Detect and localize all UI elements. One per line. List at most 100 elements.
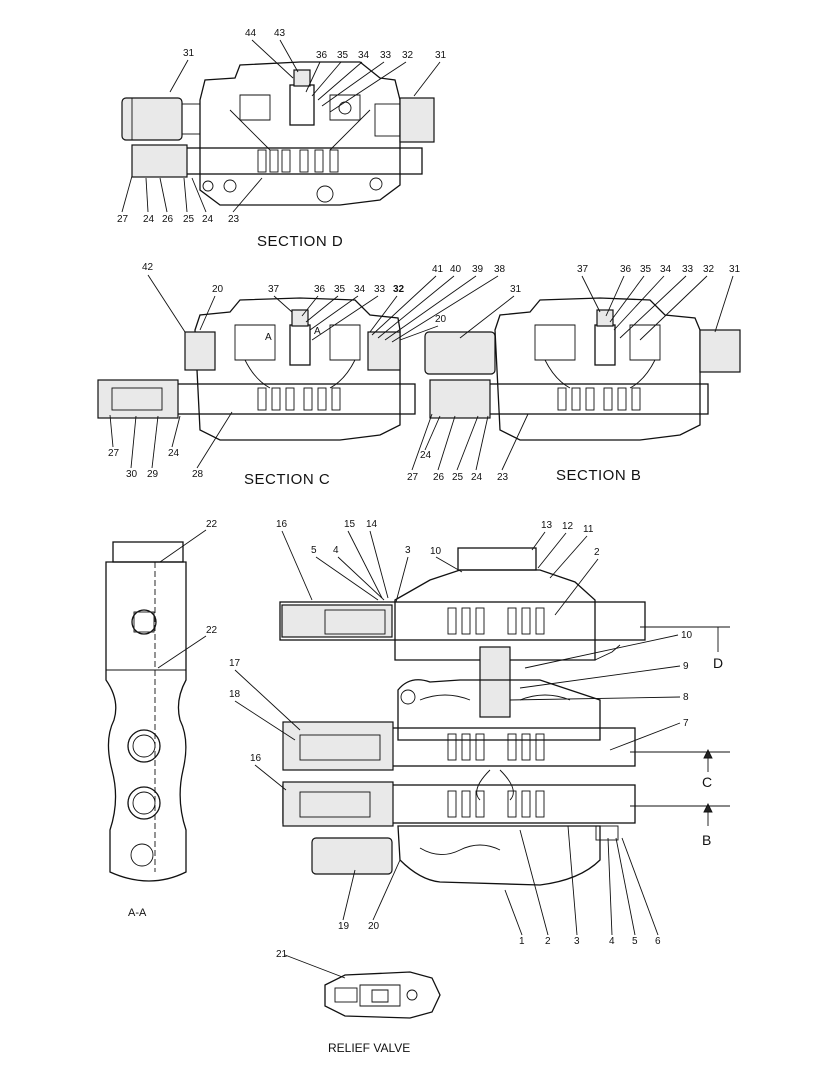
section-mark-a-right: A xyxy=(314,326,321,337)
callout-m-2b: 2 xyxy=(545,936,551,947)
callout-b-26: 26 xyxy=(433,472,445,483)
callout-c-41: 41 xyxy=(432,264,444,275)
callout-c-32: 32 xyxy=(393,284,405,295)
callout-c-29: 29 xyxy=(147,469,159,480)
callout-m-16a: 16 xyxy=(276,519,288,530)
callout-m-15: 15 xyxy=(344,519,356,530)
callout-d-33: 33 xyxy=(380,50,392,61)
section-d-title: SECTION D xyxy=(257,233,343,250)
callout-c-35: 35 xyxy=(334,284,346,295)
section-ref-c: C xyxy=(702,774,712,790)
callout-b-34: 34 xyxy=(660,264,672,275)
aa-view-callouts: 22 22 xyxy=(206,519,218,636)
main-view-leaders xyxy=(234,530,681,936)
section-d-leaders xyxy=(121,39,441,213)
callout-m-2a: 2 xyxy=(594,547,600,558)
section-b-callouts: 31 37 36 35 34 33 32 31 27 24 26 25 24 2… xyxy=(407,264,741,483)
callout-m-6: 6 xyxy=(655,936,661,947)
callout-m-13: 13 xyxy=(541,520,553,531)
callout-d-35: 35 xyxy=(337,50,349,61)
callout-m-12: 12 xyxy=(562,521,574,532)
callout-m-17: 17 xyxy=(229,658,241,669)
callout-c-28: 28 xyxy=(192,469,204,480)
callout-m-14: 14 xyxy=(366,519,378,530)
callout-c-27: 27 xyxy=(108,448,120,459)
callout-m-4b: 4 xyxy=(609,936,615,947)
callout-aa-22a: 22 xyxy=(206,519,218,530)
section-mark-a-left: A xyxy=(265,332,272,343)
callout-c-30: 30 xyxy=(126,469,138,480)
callout-c-36: 36 xyxy=(314,284,326,295)
section-b-leaders xyxy=(411,275,734,471)
aa-view-drawing xyxy=(105,541,187,882)
callout-d-23: 23 xyxy=(228,214,240,225)
main-view-callouts: 16 15 14 5 4 3 13 12 11 10 2 10 9 8 7 17… xyxy=(229,519,693,947)
callout-d-32: 32 xyxy=(402,50,414,61)
callout-b-27: 27 xyxy=(407,472,419,483)
section-b-drawing xyxy=(424,297,741,441)
callout-b-32: 32 xyxy=(703,264,715,275)
callout-d-25: 25 xyxy=(183,214,195,225)
callout-d-36: 36 xyxy=(316,50,328,61)
callout-d-43: 43 xyxy=(274,28,286,39)
callout-b-36: 36 xyxy=(620,264,632,275)
callout-m-11: 11 xyxy=(583,524,594,535)
callout-m-8: 8 xyxy=(683,692,689,703)
callout-b-31a: 31 xyxy=(510,284,522,295)
callout-d-44: 44 xyxy=(245,28,257,39)
callout-c-20a: 20 xyxy=(212,284,224,295)
callout-d-31a: 31 xyxy=(183,48,195,59)
section-ref-letters: D C B xyxy=(702,655,723,848)
callout-c-33: 33 xyxy=(374,284,386,295)
section-c-callouts: 42 20 37 36 35 34 33 32 41 40 39 38 20 A… xyxy=(108,262,506,480)
section-ref-b: B xyxy=(702,832,711,848)
callout-m-10b: 10 xyxy=(681,630,693,641)
relief-valve-title: RELIEF VALVE xyxy=(328,1041,410,1055)
callout-c-34: 34 xyxy=(354,284,366,295)
callout-b-24b: 24 xyxy=(471,472,483,483)
callout-m-18: 18 xyxy=(229,689,241,700)
callout-c-38: 38 xyxy=(494,264,506,275)
callout-m-7: 7 xyxy=(683,718,689,729)
callout-m-1: 1 xyxy=(519,936,525,947)
aa-view-title: A-A xyxy=(128,907,147,919)
callout-b-37: 37 xyxy=(577,264,589,275)
callout-m-19: 19 xyxy=(338,921,350,932)
callout-rv-21: 21 xyxy=(276,949,288,960)
callout-m-5b: 5 xyxy=(632,936,638,947)
relief-valve-drawing xyxy=(324,971,441,1019)
section-d-drawing xyxy=(121,61,435,206)
callout-c-20b: 20 xyxy=(435,314,447,325)
aa-view-leaders xyxy=(157,529,207,669)
callout-d-27: 27 xyxy=(117,214,129,225)
section-c-drawing xyxy=(97,297,416,441)
callout-d-24b: 24 xyxy=(202,214,214,225)
callout-c-37: 37 xyxy=(268,284,280,295)
callout-aa-22b: 22 xyxy=(206,625,218,636)
section-ref-d: D xyxy=(713,655,723,671)
callout-m-20: 20 xyxy=(368,921,380,932)
callout-m-3b: 3 xyxy=(574,936,580,947)
callout-b-31b: 31 xyxy=(729,264,741,275)
callout-c-24: 24 xyxy=(168,448,180,459)
callout-d-26: 26 xyxy=(162,214,174,225)
callout-m-3a: 3 xyxy=(405,545,411,556)
callout-d-24a: 24 xyxy=(143,214,155,225)
callout-m-5a: 5 xyxy=(311,545,317,556)
main-view-drawing xyxy=(279,547,646,886)
callout-d-31b: 31 xyxy=(435,50,447,61)
callout-m-16b: 16 xyxy=(250,753,262,764)
callout-m-9: 9 xyxy=(683,661,689,672)
relief-valve-leader xyxy=(284,954,346,979)
callout-b-23: 23 xyxy=(497,472,509,483)
section-c-title: SECTION C xyxy=(244,471,330,488)
section-c-leaders xyxy=(109,274,499,469)
section-d-callouts: 31 44 43 36 35 34 33 32 31 27 24 26 25 2… xyxy=(117,28,447,225)
callout-b-25: 25 xyxy=(452,472,464,483)
callout-b-24a: 24 xyxy=(420,450,432,461)
callout-d-34: 34 xyxy=(358,50,370,61)
callout-c-39: 39 xyxy=(472,264,484,275)
callout-b-35: 35 xyxy=(640,264,652,275)
callout-m-10a: 10 xyxy=(430,546,442,557)
